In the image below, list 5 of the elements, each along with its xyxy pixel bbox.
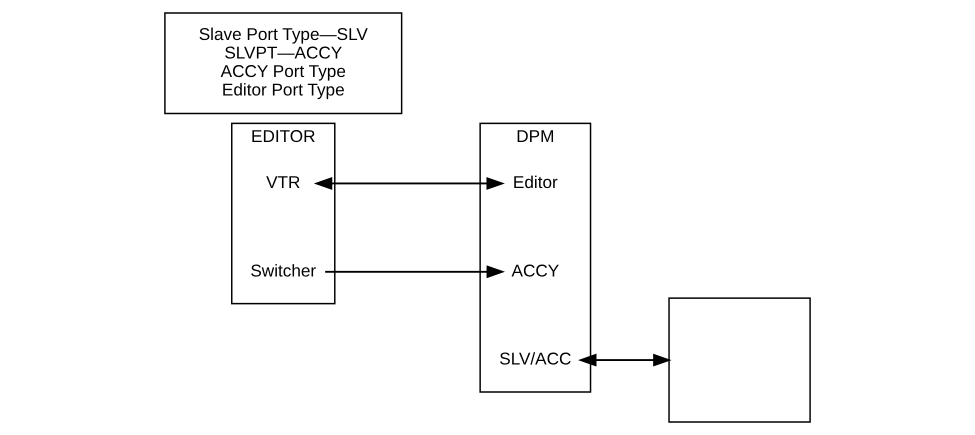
node-text: Switcher — [250, 260, 316, 280]
node-text: SLV/ACC — [499, 348, 572, 369]
node-text: VTR — [266, 172, 300, 192]
node-text: ACCY — [512, 260, 560, 280]
node-text: Editor — [512, 172, 558, 192]
